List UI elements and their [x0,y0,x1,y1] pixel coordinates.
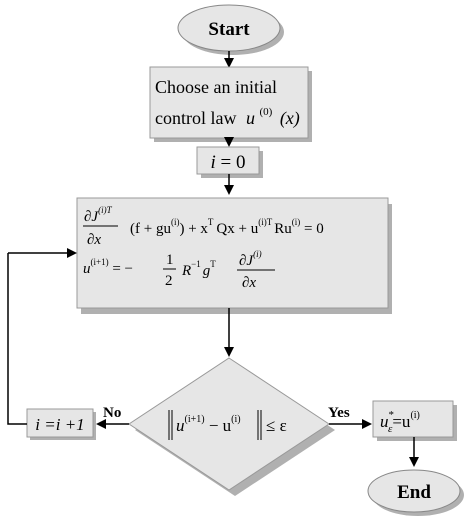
result-box: u*ε=u(i) [372,400,457,441]
svg-text:∂J(i)T: ∂J(i)T [84,205,113,225]
decision-text: u(i+1) − u(i) [176,414,241,435]
start-terminal: Start [177,4,284,55]
increment-text: i =i +1 [35,415,84,434]
end-terminal: End [367,469,464,516]
svg-text:∂J(i): ∂J(i) [239,249,262,269]
init-line1: Choose an initial [155,77,277,97]
init-line2: control law u (0) (x) [155,99,300,129]
svg-text:≤ ε: ≤ ε [266,416,287,435]
svg-text:u(i+1) = −: u(i+1) = − [83,257,133,277]
yes-label: Yes [328,405,350,421]
result-text: u*ε=u(i) [380,409,420,435]
svg-text:∂x: ∂x [242,275,256,291]
end-label: End [397,482,431,503]
svg-text:1: 1 [166,252,174,268]
start-label: Start [208,19,250,40]
convergence-decision: u(i+1) − u(i) ≤ ε [128,357,335,496]
svg-text:2: 2 [165,273,173,289]
i-init-box: i = 0 [196,146,263,178]
no-label: No [103,405,121,421]
i-init-text: i = 0 [211,152,246,173]
svg-text:R−1gT: R−1gT [181,259,216,279]
loop-path [7,253,27,425]
svg-text:∂x: ∂x [87,232,101,248]
increment-box: i =i +1 [26,408,96,440]
init-box: Choose an initial control law u (0) (x) [149,66,312,142]
